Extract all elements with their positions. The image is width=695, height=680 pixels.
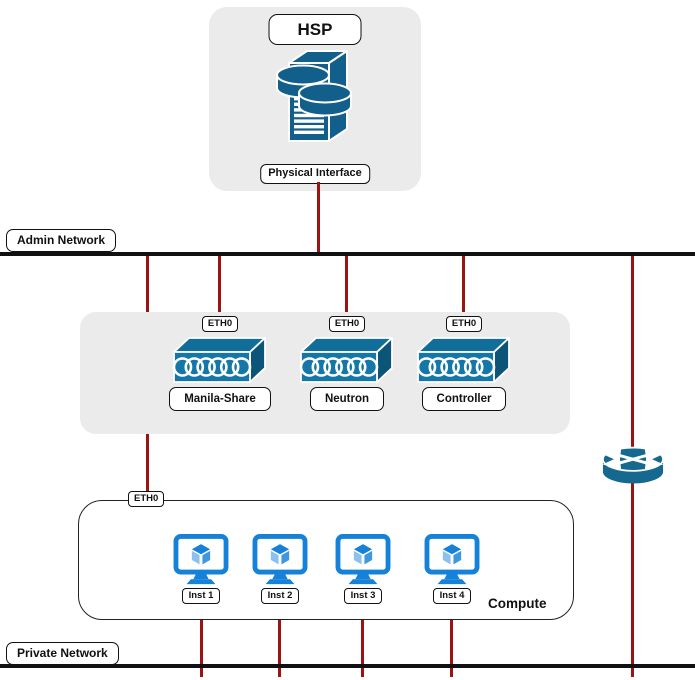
eth0-label: ETH0 xyxy=(201,316,239,332)
instance-group-4: Inst 4 xyxy=(412,534,492,604)
link-inst2-to-private xyxy=(278,598,281,677)
switch-group-neutron: ETH0 Neutron xyxy=(282,316,412,412)
link-inst4-to-private xyxy=(450,598,453,677)
eth0-label: ETH0 xyxy=(445,316,483,332)
switch-name-label: Controller xyxy=(421,386,507,412)
link-admin-to-controller xyxy=(462,256,465,352)
compute-box xyxy=(78,500,574,620)
physical-interface-label: Physical Interface xyxy=(260,164,370,184)
hsp-title: HSP xyxy=(268,14,362,46)
switch-name-label: Manila-Share xyxy=(169,386,271,412)
vm-monitor-icon xyxy=(252,534,308,586)
admin-network-label: Admin Network xyxy=(6,229,117,252)
link-inst3-to-private xyxy=(361,598,364,677)
link-hsp-to-admin xyxy=(317,182,320,256)
link-admin-to-neutron xyxy=(345,256,348,352)
instance-group-1: Inst 1 xyxy=(161,534,241,604)
network-switch-icon xyxy=(299,335,395,385)
eth0-label: ETH0 xyxy=(328,316,366,332)
vm-monitor-icon xyxy=(335,534,391,586)
network-switch-icon xyxy=(172,335,268,385)
instance-group-2: Inst 2 xyxy=(240,534,320,604)
private-network-line xyxy=(0,664,695,668)
storage-server-icon xyxy=(262,47,368,147)
vm-monitor-icon xyxy=(173,534,229,586)
switch-group-controller: ETH0 Controller xyxy=(399,316,529,412)
switch-name-label: Neutron xyxy=(309,386,385,412)
instance-label: Inst 3 xyxy=(343,588,383,604)
link-admin-to-manila-share xyxy=(218,256,221,352)
link-inst1-to-private xyxy=(200,598,203,677)
admin-network-line xyxy=(0,252,695,256)
instance-label: Inst 1 xyxy=(181,588,221,604)
instance-label: Inst 4 xyxy=(432,588,472,604)
vm-monitor-icon xyxy=(424,534,480,586)
switch-group-manila-share: ETH0 Manila-Share xyxy=(155,316,285,412)
compute-eth0-label: ETH0 xyxy=(128,491,165,507)
hsp-panel: HSP xyxy=(209,7,421,191)
instance-group-3: Inst 3 xyxy=(323,534,403,604)
router-icon xyxy=(601,443,665,489)
instance-label: Inst 2 xyxy=(260,588,300,604)
private-network-label: Private Network xyxy=(6,642,119,665)
network-switch-icon xyxy=(416,335,512,385)
compute-label: Compute xyxy=(488,596,547,611)
